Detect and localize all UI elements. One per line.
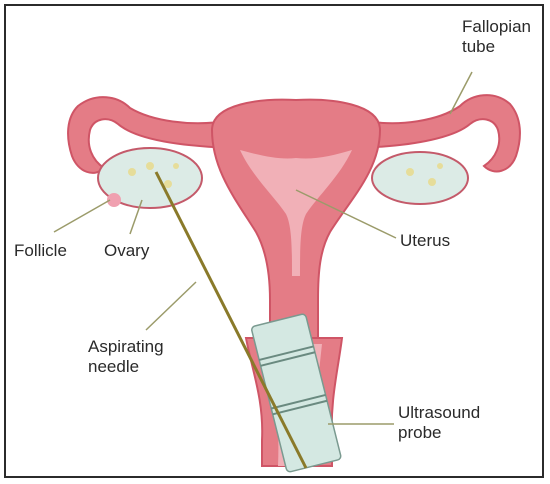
label-aspirating-line-1: Aspirating (88, 337, 164, 356)
follicle-dot (173, 163, 179, 169)
label-fallopian-line-1: Fallopian (462, 17, 531, 36)
right-ovary (372, 152, 468, 204)
label-follicle: Follicle (14, 241, 67, 260)
follicle-dot (128, 168, 136, 176)
follicle-dot (437, 163, 443, 169)
leader-aspirating-needle (146, 282, 196, 330)
label-ovary: Ovary (104, 241, 150, 260)
follicle-dot (406, 168, 414, 176)
label-uterus: Uterus (400, 231, 450, 250)
label-aspirating-needle: Aspirating needle (88, 337, 168, 376)
label-fallopian-tube: Fallopian tube (462, 17, 536, 56)
leader-follicle (54, 200, 110, 232)
label-ultrasound-probe: Ultrasound probe (398, 403, 485, 442)
follicle-dot (428, 178, 436, 186)
label-aspirating-line-2: needle (88, 357, 139, 376)
label-ultrasound-line-1: Ultrasound (398, 403, 480, 422)
label-ultrasound-line-2: probe (398, 423, 441, 442)
follicle-dot (146, 162, 154, 170)
follicle-dot (164, 180, 172, 188)
label-fallopian-line-2: tube (462, 37, 495, 56)
